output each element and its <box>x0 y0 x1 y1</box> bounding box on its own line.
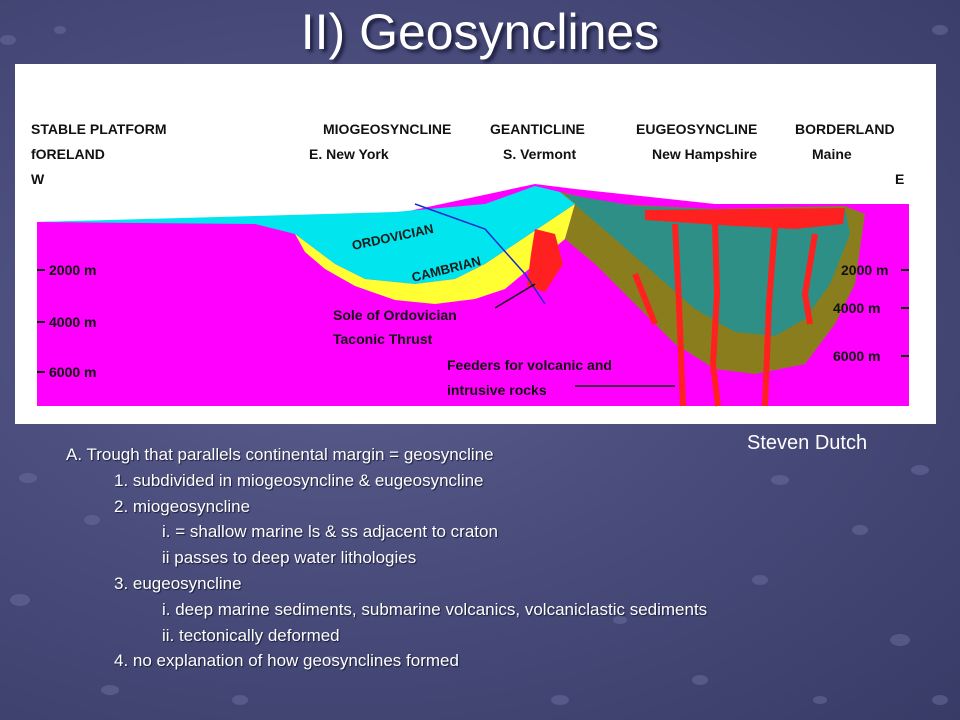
depth-left-6000: 6000 m <box>49 364 96 380</box>
direction-east: E <box>895 171 904 187</box>
image-credit: Steven Dutch <box>747 432 868 454</box>
callout-thrust-line2: Taconic Thrust <box>333 331 433 347</box>
cross-section-diagram: STABLE PLATFORM fORELAND W MIOGEOSYNCLIN… <box>31 121 909 407</box>
region-sub-new-york: E. New York <box>309 146 389 162</box>
region-sub-maine: Maine <box>812 146 852 162</box>
depth-left-4000: 4000 m <box>49 314 96 330</box>
region-label-stable-platform: STABLE PLATFORM <box>31 121 167 137</box>
slide-title: II) Geosynclines <box>300 4 660 60</box>
volcanic-top-layer <box>645 208 845 229</box>
note-line: i. deep marine sediments, submarine volc… <box>162 599 708 619</box>
region-sub-foreland: fORELAND <box>31 146 105 162</box>
callout-feeders-line1: Feeders for volcanic and <box>447 357 612 373</box>
intrusive-body <box>527 229 563 292</box>
geosyncline-cross-section: STABLE PLATFORM fORELAND W MIOGEOSYNCLIN… <box>15 64 936 424</box>
ordovician-layer <box>37 186 575 284</box>
note-line: ii passes to deep water lithologies <box>162 548 417 568</box>
depth-left-2000: 2000 m <box>49 262 96 278</box>
callout-feeders-line2: intrusive rocks <box>447 382 547 398</box>
note-line: 2. miogeosyncline <box>114 496 251 516</box>
note-line: 3. eugeosyncline <box>114 573 242 593</box>
note-line: 4. no explanation of how geosynclines fo… <box>114 651 459 671</box>
cambrian-layer <box>295 204 575 304</box>
direction-west: W <box>31 171 45 187</box>
note-line: ii. tectonically deformed <box>162 625 340 645</box>
callout-thrust-line1: Sole of Ordovician <box>333 307 457 323</box>
volcanic-feeders <box>632 221 818 407</box>
thrust-callout-line <box>494 283 536 309</box>
region-label-borderland: BORDERLAND <box>795 121 895 137</box>
depth-right-6000: 6000 m <box>833 348 880 364</box>
region-label-eugeosyncline: EUGEOSYNCLINE <box>636 121 757 137</box>
note-line: i. = shallow marine ls & ss adjacent to … <box>162 522 498 542</box>
notes-outline: A. Trough that parallels continental mar… <box>66 442 936 674</box>
eugeo-teal-layer <box>565 194 850 336</box>
taconic-thrust-line <box>414 203 546 305</box>
depth-right-2000: 2000 m <box>841 262 888 278</box>
note-line: A. Trough that parallels continental mar… <box>66 445 494 464</box>
region-sub-new-hampshire: New Hampshire <box>652 146 757 162</box>
depth-right-4000: 4000 m <box>833 300 880 316</box>
region-label-miogeosyncline: MIOGEOSYNCLINE <box>323 121 451 137</box>
region-label-geanticline: GEANTICLINE <box>490 121 585 137</box>
note-line: 1. subdivided in miogeosyncline & eugeos… <box>114 470 484 490</box>
region-sub-vermont: S. Vermont <box>503 146 576 162</box>
